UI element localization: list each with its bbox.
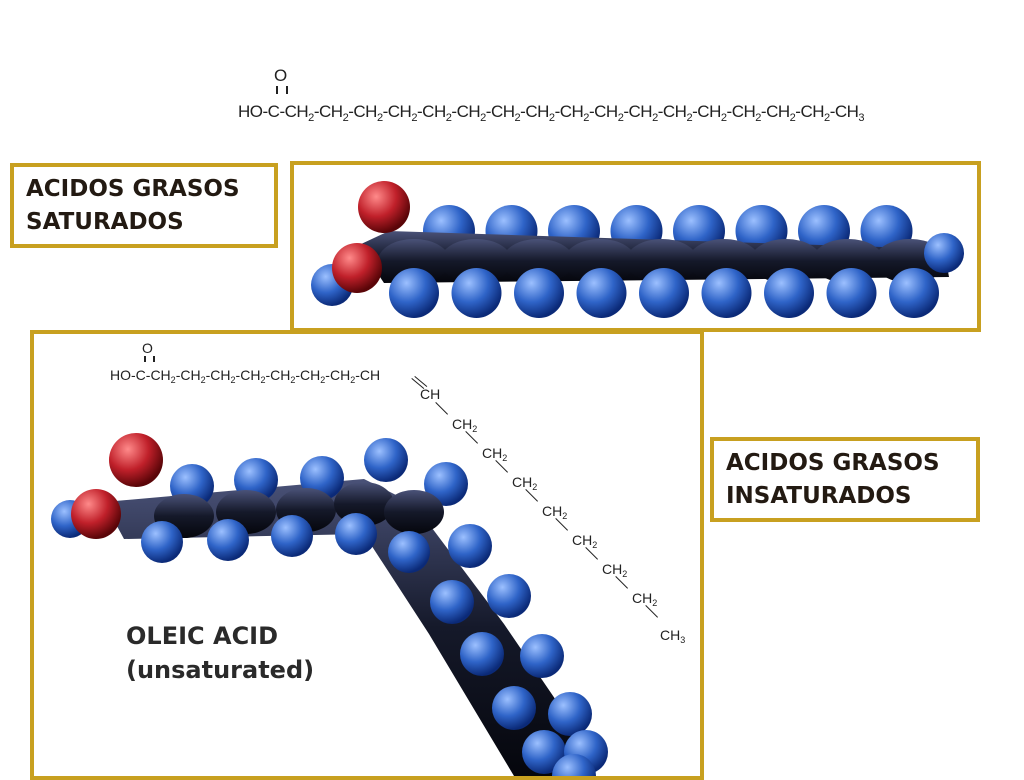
saturated-fatty-acid-formula: HO-C-CH2-CH2-CH2-CH2-CH2-CH2-CH2-CH2-CH2… — [238, 102, 865, 124]
oleic-chain-ch2: CH2 — [632, 590, 658, 608]
hydrogen-atom — [522, 730, 566, 774]
hydrogen-atom — [335, 513, 377, 555]
carbon-atom — [626, 239, 698, 283]
hydrogen-atom — [451, 268, 502, 318]
hydrogen-atom — [924, 233, 964, 273]
oleic-chain-ch2: CH2 — [542, 503, 568, 521]
hydrogen-atom — [487, 574, 531, 618]
oleic-double-bond-mark — [144, 356, 155, 362]
oleic-chain-ch2: CH2 — [602, 561, 628, 579]
hydrogen-atom — [424, 462, 468, 506]
carbon-atom — [750, 239, 822, 283]
hydrogen-atom — [430, 580, 474, 624]
hydrogen-atom — [460, 632, 504, 676]
hydrogen-atom — [548, 692, 592, 736]
oxygen-atom — [109, 433, 163, 487]
hydrogen-atom — [701, 268, 752, 318]
hydrogen-atom — [141, 521, 183, 563]
oleic-caption-subtitle: (unsaturated) — [126, 656, 315, 684]
unsaturated-fatty-acids-label: ACIDOS GRASOS INSATURADOS — [710, 437, 980, 522]
saturated-double-bond-mark — [276, 86, 288, 94]
hydrogen-atom — [388, 531, 430, 573]
saturated-label-line2: SATURADOS — [26, 209, 184, 235]
hydrogen-atom — [364, 438, 408, 482]
saturated-molecule-model — [311, 181, 964, 318]
hydrogen-atom — [639, 268, 689, 318]
carbon-atom — [384, 490, 444, 534]
oleic-acid-caption: OLEIC ACID (unsaturated) — [126, 619, 314, 687]
oleic-chain-ch2: CH2 — [452, 416, 478, 434]
hydrogen-atom — [492, 686, 536, 730]
hydrogen-atom — [826, 268, 877, 318]
oleic-chain-ch2: CH2 — [512, 474, 538, 492]
hydrogen-atom — [207, 519, 249, 561]
saturated-carbonyl-oxygen: O — [274, 66, 288, 85]
oleic-chain-ch3: CH3 — [660, 627, 686, 645]
oxygen-atom — [358, 181, 410, 233]
oleic-chain-ch2: CH2 — [482, 445, 508, 463]
oleic-chain-ch2: CH2 — [572, 532, 598, 550]
unsaturated-label-line2: INSATURADOS — [726, 483, 912, 509]
hydrogen-atom — [889, 268, 939, 318]
oleic-acid-molecule-model — [51, 433, 608, 776]
carbon-atom — [378, 239, 450, 283]
carbon-atom — [502, 239, 574, 283]
oleic-acid-formula: HO-C-CH2-CH2-CH2-CH2-CH2-CH2-CH2-CH — [110, 367, 381, 385]
hydrogen-atom — [271, 515, 313, 557]
oleic-caption-title: OLEIC ACID — [126, 622, 279, 650]
oxygen-atom — [71, 489, 121, 539]
carbon-atom — [688, 239, 760, 283]
unsaturated-molecule-frame: O HO-C-CH2-CH2-CH2-CH2-CH2-CH2-CH2-CH OL… — [30, 330, 704, 780]
carbon-atom — [440, 239, 512, 283]
hydrogen-atom — [389, 268, 439, 318]
unsaturated-label-line1: ACIDOS GRASOS — [726, 450, 940, 476]
saturated-fatty-acids-label: ACIDOS GRASOS SATURADOS — [10, 163, 278, 248]
oleic-carbonyl-oxygen: O — [142, 340, 153, 356]
hydrogen-atom — [514, 268, 564, 318]
oleic-chain-ch: CH — [420, 386, 441, 402]
hydrogen-atom — [520, 634, 564, 678]
saturated-label-line1: ACIDOS GRASOS — [26, 176, 240, 202]
hydrogen-atom — [576, 268, 627, 318]
hydrogen-atom — [764, 268, 814, 318]
hydrogen-atom — [448, 524, 492, 568]
oxygen-atom — [332, 243, 382, 293]
saturated-molecule-frame — [290, 161, 981, 332]
carbon-atom — [812, 239, 884, 283]
carbon-atom — [564, 239, 636, 283]
